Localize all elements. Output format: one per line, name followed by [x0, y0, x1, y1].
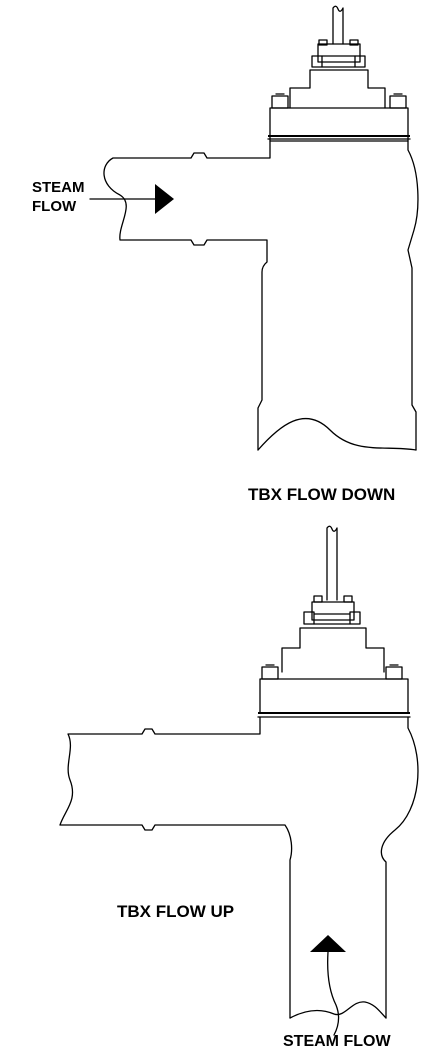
caption-flow-down: TBX FLOW DOWN: [248, 485, 395, 504]
valve-flow-up: [59, 525, 419, 1036]
side-bolt-top-l: [271, 95, 289, 109]
steam-label-line1: STEAM: [32, 179, 85, 196]
steam-flow-label-top: STEAM FLOW: [32, 179, 85, 215]
bolt-top-r: [349, 39, 359, 46]
body-step-top: [289, 69, 386, 109]
side-bolt-top-r: [389, 95, 407, 109]
steam-label-line2: FLOW: [32, 198, 77, 215]
nut-top-r: [354, 55, 366, 68]
bolt-bot-r: [343, 595, 353, 603]
side-bolt-bot-l: [261, 666, 279, 680]
bonnet-cap-bottom: [311, 601, 355, 621]
steam-label-bottom: STEAM FLOW: [283, 1033, 391, 1050]
bolt-bot-l: [313, 595, 323, 603]
body-step-bottom: [281, 627, 385, 673]
nut-top-l: [311, 55, 323, 68]
arrow-up-icon: [310, 935, 346, 952]
nut-bot-l: [303, 611, 315, 625]
body-outline-bottom: [59, 716, 419, 1019]
valve-flow-down: [89, 5, 419, 451]
bonnet-cap-top: [317, 43, 361, 63]
caption-flow-up: TBX FLOW UP: [117, 902, 234, 921]
nut-bot-r: [349, 611, 361, 625]
flange-bottom: [259, 678, 409, 714]
arrow-right-icon: [155, 184, 174, 214]
body-outline-top: [103, 140, 419, 451]
flange-top: [269, 107, 409, 142]
side-bolt-bot-r: [385, 666, 403, 680]
break-line-top: [257, 418, 417, 451]
break-line-bottom: [289, 1001, 387, 1019]
bolt-top-l: [318, 39, 328, 46]
stem-bottom: [326, 525, 338, 601]
stem-top: [332, 5, 344, 45]
